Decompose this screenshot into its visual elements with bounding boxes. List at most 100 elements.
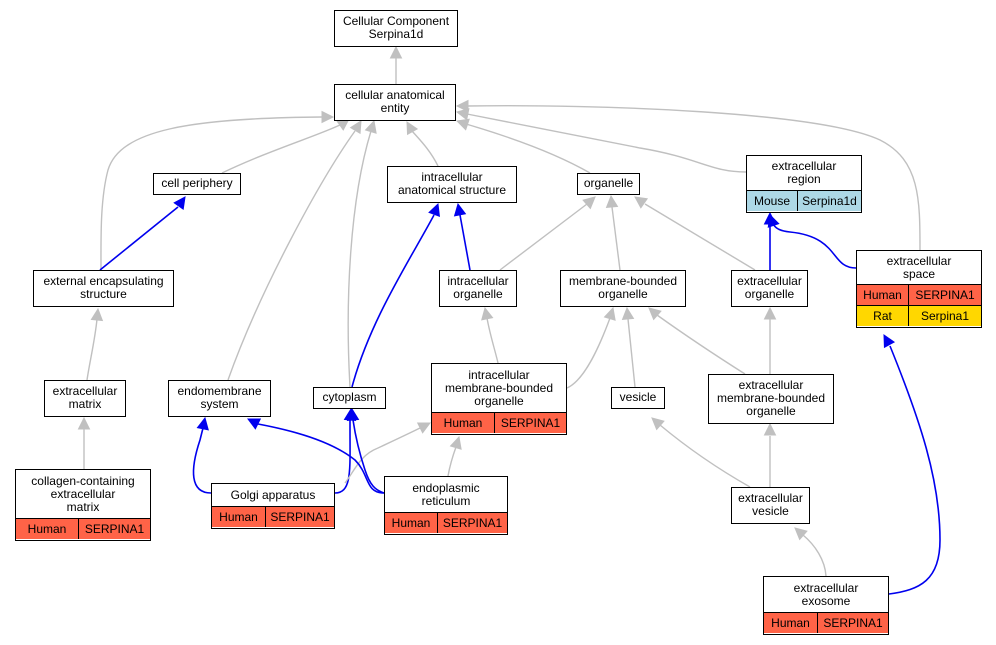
arrowhead bbox=[453, 202, 467, 217]
node-label: intracellular anatomical structure bbox=[397, 170, 507, 197]
edge-line bbox=[334, 420, 351, 494]
edge-line bbox=[86, 318, 98, 381]
edge-line bbox=[888, 345, 941, 595]
node-label: extracellular vesicle bbox=[738, 491, 803, 518]
species-name: Human bbox=[385, 513, 437, 533]
edge-line bbox=[466, 113, 747, 173]
node-ees[interactable]: external encapsulating structure bbox=[33, 270, 174, 307]
arrowhead bbox=[767, 213, 780, 228]
node-endo[interactable]: endomembrane system bbox=[168, 380, 271, 417]
edge-line bbox=[351, 214, 435, 388]
edge-golgi-to-endo bbox=[192, 416, 212, 494]
node-imbo[interactable]: intracellular membrane-bounded organelle… bbox=[431, 363, 567, 435]
gene-symbol: SERPINA1 bbox=[817, 613, 888, 633]
node-label: organelle bbox=[583, 176, 634, 190]
edge-exorg-to-organelle bbox=[634, 196, 756, 271]
edge-cyto-to-cae bbox=[347, 119, 377, 388]
edge-line bbox=[566, 317, 611, 389]
species-name: Human bbox=[764, 613, 817, 633]
node-label: collagen-containing extracellular matrix bbox=[31, 473, 135, 514]
node-label: extracellular exosome bbox=[793, 580, 859, 608]
arrowhead bbox=[428, 202, 440, 217]
node-label: extracellular region bbox=[771, 159, 837, 186]
edge-line bbox=[447, 446, 457, 477]
node-cae[interactable]: cellular anatomical entity bbox=[334, 84, 456, 121]
node-label: endoplasmic reticulum bbox=[412, 480, 480, 508]
species-name: Rat bbox=[857, 306, 908, 326]
node-exorg[interactable]: extracellular organelle bbox=[731, 270, 808, 307]
node-label: cytoplasm bbox=[322, 390, 377, 404]
arrowhead bbox=[605, 194, 619, 209]
node-cellper[interactable]: cell periphery bbox=[153, 173, 241, 195]
edge-exosome-to-exves bbox=[794, 527, 827, 577]
node-collagen[interactable]: collagen-containing extracellular matrix… bbox=[15, 469, 151, 541]
edge-imbo-to-intorg bbox=[481, 306, 499, 364]
node-cyto[interactable]: cytoplasm bbox=[313, 387, 386, 409]
node-label: extracellular organelle bbox=[737, 274, 802, 301]
edge-exmat-to-ees bbox=[86, 307, 104, 381]
node-intorg[interactable]: intracellular organelle bbox=[439, 270, 517, 307]
node-label: cell periphery bbox=[161, 176, 233, 190]
edge-imbo-to-mbo bbox=[566, 306, 616, 389]
arrowhead bbox=[321, 110, 335, 124]
node-embo[interactable]: extracellular membrane-bounded organelle bbox=[708, 374, 834, 424]
edge-cae-to-root bbox=[389, 45, 403, 84]
gene-symbol: SERPINA1 bbox=[265, 507, 334, 527]
node-mbo[interactable]: membrane-bounded organelle bbox=[560, 270, 686, 307]
node-root[interactable]: Cellular Component Serpina1d bbox=[334, 10, 458, 47]
arrowhead bbox=[634, 196, 649, 209]
node-ias[interactable]: intracellular anatomical structure bbox=[387, 166, 517, 203]
species-name: Human bbox=[212, 507, 265, 527]
arrowhead bbox=[196, 416, 209, 431]
node-label: intracellular organelle bbox=[447, 274, 509, 301]
node-label: membrane-bounded organelle bbox=[568, 274, 678, 301]
edge-exspace-to-cae bbox=[455, 99, 921, 251]
arrowhead bbox=[449, 435, 462, 450]
edge-line bbox=[347, 130, 372, 388]
edge-line bbox=[802, 534, 827, 577]
arrowhead bbox=[621, 306, 635, 321]
edge-line bbox=[227, 130, 356, 381]
edge-line bbox=[100, 116, 323, 271]
edge-line bbox=[486, 317, 499, 364]
node-label: Cellular Component Serpina1d bbox=[342, 14, 450, 41]
arrowhead bbox=[346, 407, 360, 422]
gene-symbol: SERPINA1 bbox=[908, 285, 981, 305]
arrowhead bbox=[455, 99, 469, 113]
arrowhead bbox=[246, 418, 262, 430]
edge-line bbox=[772, 223, 857, 269]
arrowhead bbox=[794, 527, 808, 541]
node-exves[interactable]: extracellular vesicle bbox=[731, 487, 810, 524]
arrowhead bbox=[455, 108, 470, 121]
species-name: Human bbox=[432, 413, 494, 433]
arrowhead bbox=[651, 417, 665, 431]
node-organelle[interactable]: organelle bbox=[577, 173, 640, 195]
arrowhead bbox=[77, 416, 91, 430]
edge-golgi-to-imbo bbox=[344, 422, 432, 484]
node-label: extracellular space bbox=[886, 253, 952, 281]
edge-line bbox=[411, 130, 439, 167]
edge-embo-to-exorg bbox=[763, 306, 777, 374]
edge-embo-to-mbo bbox=[648, 307, 746, 375]
node-label: extracellular membrane-bounded organelle bbox=[716, 378, 826, 418]
edge-line bbox=[627, 318, 636, 388]
node-vesicle[interactable]: vesicle bbox=[611, 387, 665, 409]
edge-intorg-to-organelle bbox=[499, 196, 596, 271]
edge-line bbox=[344, 427, 421, 484]
node-label: extracellular matrix bbox=[52, 384, 118, 411]
arrowhead bbox=[883, 334, 896, 349]
edge-line bbox=[499, 203, 588, 271]
edge-endo-to-cae bbox=[227, 120, 362, 381]
species-name: Mouse bbox=[747, 191, 797, 211]
node-exmat[interactable]: extracellular matrix bbox=[44, 380, 126, 417]
